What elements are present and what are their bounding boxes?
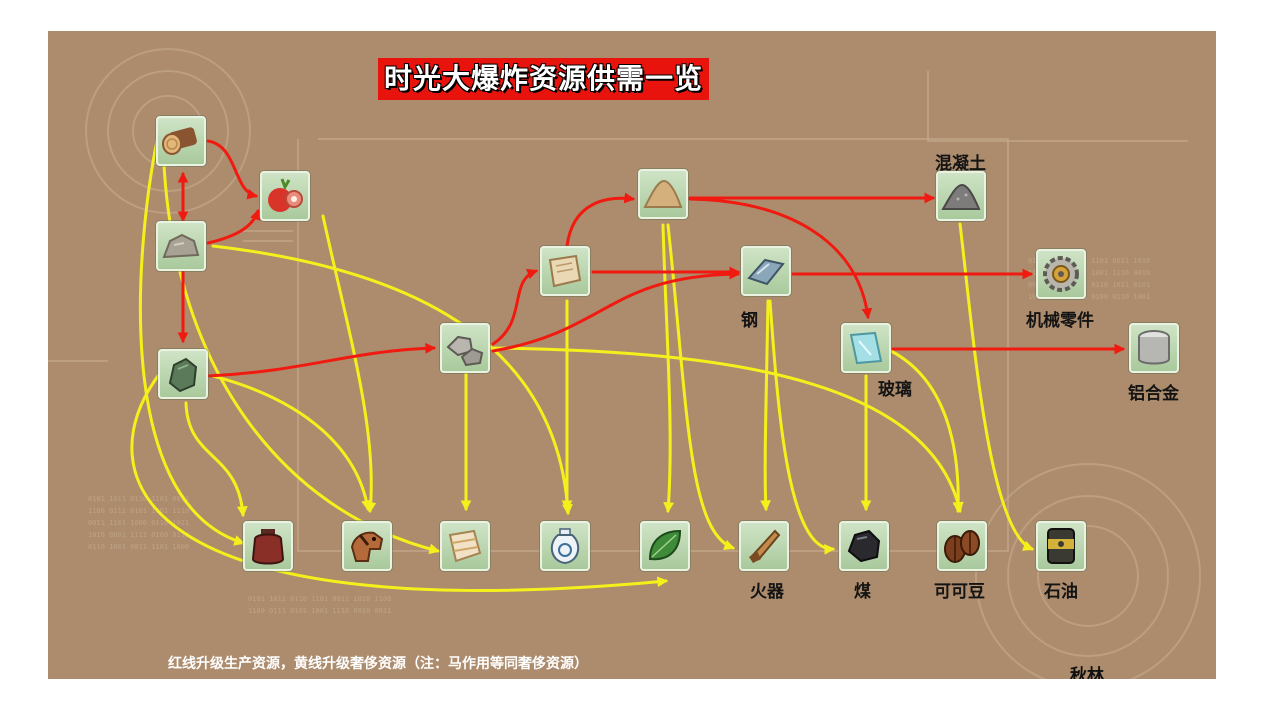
sand-pile-icon xyxy=(643,179,683,208)
node-oil xyxy=(1036,521,1086,571)
wine-jar-icon xyxy=(251,529,285,565)
node-refined xyxy=(440,323,490,373)
author-signature: 秋林 xyxy=(1070,666,1104,679)
node-stone xyxy=(156,221,206,271)
rock-icon xyxy=(162,233,200,259)
label-steel: 钢 xyxy=(741,311,758,331)
label-firearm: 火器 xyxy=(750,582,784,602)
link-sand-tea xyxy=(661,223,675,514)
node-wine xyxy=(243,521,293,571)
concrete-icon xyxy=(941,183,981,210)
link-glass-cocoa xyxy=(889,349,964,514)
diagram-board: 0101 1011 0110 1101 0011 1010 1100 0111 … xyxy=(48,31,1216,679)
link-steel-firearm xyxy=(760,299,771,512)
silk-cloth-icon xyxy=(448,529,482,563)
node-tea xyxy=(640,521,690,571)
link-sand-glass xyxy=(688,197,873,320)
svg-text:1100 0111 0101 1001 1110: 1100 0111 0101 1001 1110 xyxy=(88,507,189,515)
link-steel-coal xyxy=(768,299,836,555)
horse-icon xyxy=(350,531,384,562)
gun-icon xyxy=(749,529,781,563)
scroll-icon xyxy=(548,254,582,288)
node-alloy xyxy=(1129,323,1179,373)
background-decoration: 0101 1011 0110 1101 0011 1010 1100 0111 … xyxy=(48,48,1201,679)
coal-icon xyxy=(847,529,881,563)
link-paper-sand xyxy=(565,192,636,248)
node-glass xyxy=(841,323,891,373)
link-layer xyxy=(130,134,1126,592)
node-wood xyxy=(156,116,206,166)
link-food-horse xyxy=(321,214,377,514)
link-refined-paper xyxy=(491,268,539,346)
link-refined-steel xyxy=(491,268,741,353)
svg-text:0101 1011 0110 1101 0011: 0101 1011 0110 1101 0011 xyxy=(88,495,189,503)
link-stone-porcelain xyxy=(211,244,573,516)
alloy-cylinder-icon xyxy=(1138,330,1170,365)
steel-ingot-icon xyxy=(747,258,785,286)
svg-text:1010 0001 1111 0100 0110 1001: 1010 0001 1111 0100 0110 1001 xyxy=(1028,293,1150,301)
node-coal xyxy=(839,521,889,571)
link-ore-refined xyxy=(206,342,437,378)
link-wood-wine xyxy=(138,134,246,546)
node-silk xyxy=(440,521,490,571)
link-concrete-oil xyxy=(958,222,1034,551)
node-concrete xyxy=(936,171,986,221)
label-machine: 机械零件 xyxy=(1026,311,1094,331)
svg-text:0011 1101 1000 0110 1011: 0011 1101 1000 0110 1011 xyxy=(88,519,189,527)
link-ore-wine xyxy=(184,401,248,518)
node-steel xyxy=(741,246,791,296)
label-alloy: 铝合金 xyxy=(1128,384,1179,404)
node-cocoa xyxy=(937,521,987,571)
svg-text:0101 1011 0110 1101 0011 1010: 0101 1011 0110 1101 0011 1010 1100 xyxy=(248,595,391,603)
svg-text:0110 1001 0011 1101 1000: 0110 1001 0011 1101 1000 xyxy=(88,543,189,551)
label-glass: 玻璃 xyxy=(878,380,912,400)
link-refined-cocoa xyxy=(491,346,964,514)
link-sand-firearm xyxy=(666,223,736,550)
link-stone-food xyxy=(206,208,261,245)
log-icon xyxy=(162,127,197,155)
node-porcelain xyxy=(540,521,590,571)
green-ore-icon xyxy=(168,357,198,393)
cocoa-bean-icon xyxy=(944,530,980,563)
page-title: 时光大爆炸资源供需一览 xyxy=(378,58,710,100)
fruit-meat-icon xyxy=(268,178,303,212)
glass-pane-icon xyxy=(849,331,883,365)
node-machine xyxy=(1036,249,1086,299)
svg-text:1010 0001 1111 0100 0110: 1010 0001 1111 0100 0110 xyxy=(88,531,189,539)
node-firearm xyxy=(739,521,789,571)
oil-barrel-icon xyxy=(1047,528,1075,564)
refined-stone-icon xyxy=(446,335,484,367)
label-cocoa: 可可豆 xyxy=(934,582,985,602)
label-oil: 石油 xyxy=(1044,582,1078,602)
svg-text:1100 0111 0101 1001 1110 0010: 1100 0111 0101 1001 1110 0010 xyxy=(1028,269,1150,277)
label-coal: 煤 xyxy=(854,582,871,602)
node-sand xyxy=(638,169,688,219)
link-ore-tea xyxy=(130,374,669,592)
legend-note: 红线升级生产资源，黄线升级奢侈资源（注：马作用等同奢侈资源） xyxy=(168,656,588,672)
node-horse xyxy=(342,521,392,571)
link-ore-horse xyxy=(211,374,372,512)
gear-icon xyxy=(1043,256,1079,292)
svg-text:0011 1101 1000 0110 1011 0101: 0011 1101 1000 0110 1011 0101 xyxy=(1028,281,1150,289)
svg-text:0101 1011 0110 1101 0011 1010: 0101 1011 0110 1101 0011 1010 xyxy=(1028,257,1150,265)
leaf-icon xyxy=(648,529,682,561)
node-food xyxy=(260,171,310,221)
link-wood-food xyxy=(206,139,259,200)
svg-text:1100 0111 0101 1001 1110 0010: 1100 0111 0101 1001 1110 0010 0011 xyxy=(248,607,391,615)
vase-icon xyxy=(550,528,580,565)
node-ore xyxy=(158,349,208,399)
node-paper xyxy=(540,246,590,296)
label-concrete: 混凝土 xyxy=(935,154,986,174)
